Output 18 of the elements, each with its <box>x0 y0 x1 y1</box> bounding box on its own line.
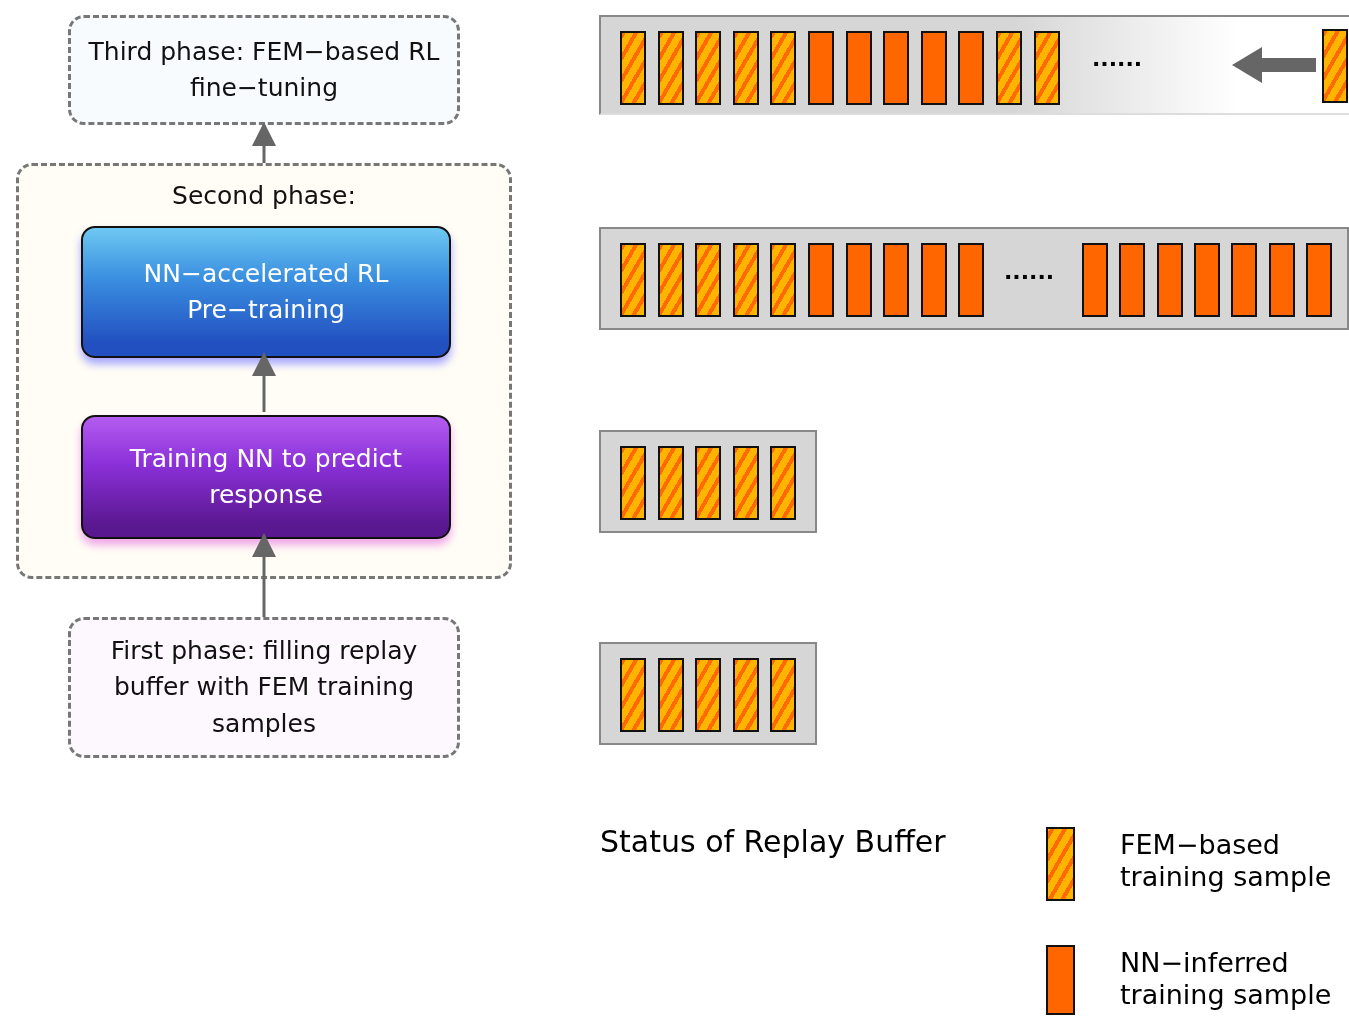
phase-box <box>68 15 460 125</box>
process-box <box>81 226 451 358</box>
process-box <box>81 415 451 539</box>
arrow <box>252 122 276 163</box>
ellipsis-text: ...... <box>1092 46 1143 71</box>
box-label: First phase: filling replay buffer with FEM training samples <box>109 635 419 740</box>
group-heading: Second phase: <box>172 180 356 212</box>
caption-text: Status of Replay Buffer <box>600 824 946 859</box>
arrow <box>252 533 276 617</box>
legend-label: FEM−based training sample <box>1120 829 1333 894</box>
ellipsis-text: ...... <box>1004 259 1055 284</box>
box-label: Training NN to predict response <box>128 442 404 511</box>
box-label: Third phase: FEM−based RL fine−tuning <box>87 35 441 104</box>
legend-label: NN−inferred training sample <box>1120 947 1333 1012</box>
phase-box <box>68 617 460 758</box>
arrow <box>252 352 276 412</box>
phase-group-box <box>16 163 512 579</box>
box-label: NN−accelerated RL Pre−training <box>142 257 390 326</box>
